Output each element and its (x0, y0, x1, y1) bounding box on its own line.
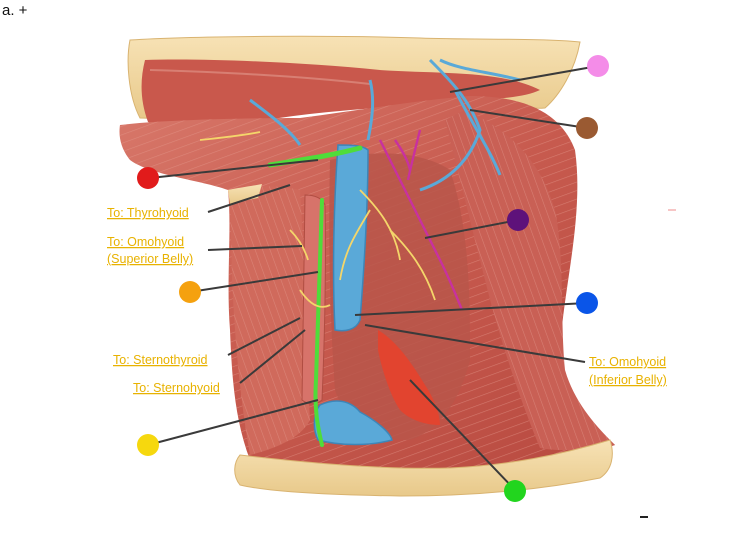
pink-marker (587, 55, 609, 77)
leader-orange (189, 271, 319, 293)
label-omohyoid-inferior-2: (Inferior Belly) (589, 373, 667, 387)
label-omohyoid-superior-1: To: Omohyoid (107, 235, 184, 249)
label-omohyoid-inferior-1: To: Omohyoid (589, 355, 666, 369)
leader-brown (469, 109, 588, 129)
mandible-muscle (141, 59, 540, 130)
leader-purple (424, 219, 519, 239)
leader-thyrohyoid (207, 184, 291, 213)
ansa-cervicalis-nerve (313, 198, 324, 447)
magenta-vessels (378, 129, 464, 311)
left-skin-edge (228, 184, 262, 204)
text-labels: To: Thyrohyoid To: Omohyoid (Superior Be… (107, 206, 667, 395)
lower-vein-junction (313, 400, 393, 446)
label-sternohyoid: To: Sternohyoid (133, 381, 220, 395)
scalene-muscle (378, 330, 440, 425)
leader-sternohyoid (239, 329, 306, 384)
markers (137, 55, 609, 502)
corner-label: a. + (2, 2, 28, 19)
leader-lines (147, 65, 599, 491)
leader-omohyoid-inferior (364, 324, 586, 363)
upper-veins (249, 58, 521, 192)
leader-blue (354, 302, 588, 316)
yellow-nerves (199, 131, 436, 308)
purple-marker (507, 209, 529, 231)
leader-pink (449, 65, 599, 93)
green-marker (504, 480, 526, 502)
brown-marker (576, 117, 598, 139)
label-thyrohyoid: To: Thyrohyoid (107, 206, 189, 220)
leader-sternothyroid (227, 317, 301, 356)
leader-omohyoid-superior (207, 245, 303, 251)
leader-yellow (147, 399, 319, 446)
yellow-marker (137, 434, 159, 456)
leader-red (149, 159, 319, 179)
red-marker (137, 167, 159, 189)
label-omohyoid-superior-2: (Superior Belly) (107, 252, 193, 266)
anatomy-illustration (119, 35, 616, 497)
label-sternothyroid: To: Sternothyroid (113, 353, 208, 367)
orange-marker (179, 281, 201, 303)
internal-jugular-vein (332, 144, 369, 332)
blue-marker (576, 292, 598, 314)
leader-green (409, 379, 516, 491)
